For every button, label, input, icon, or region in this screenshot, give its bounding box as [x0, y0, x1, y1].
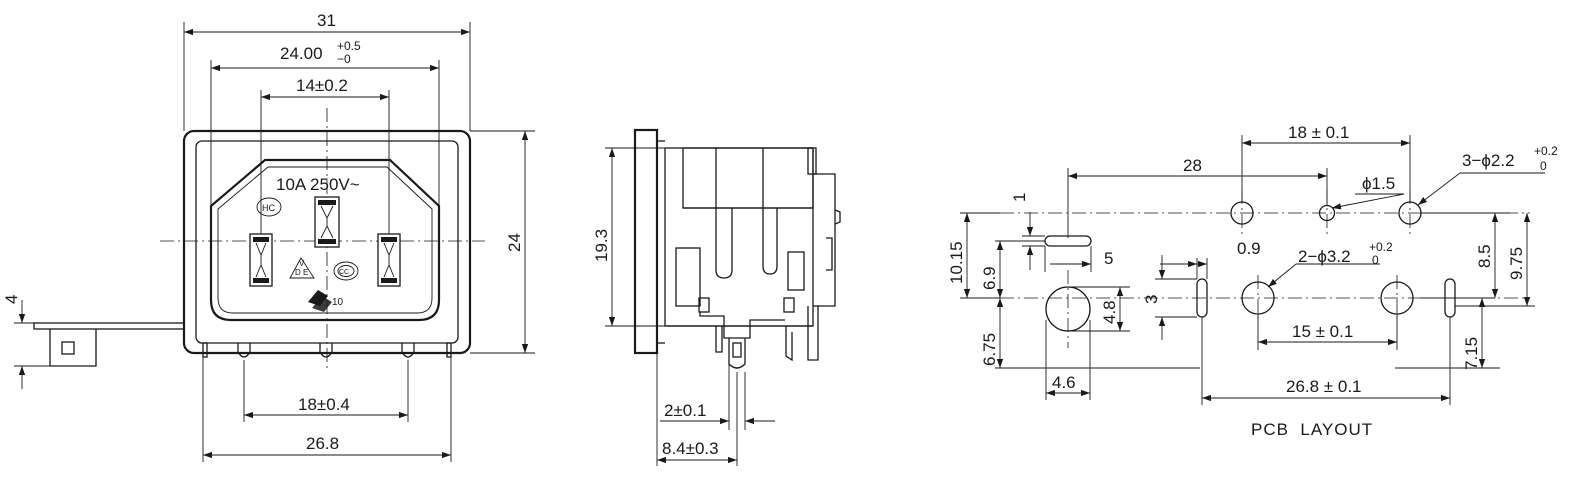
dim-pin-pitch: 14±0.2 — [296, 76, 348, 95]
pcb-dim-18: 18 ± 0.1 — [1288, 123, 1349, 142]
dim-width-inner: 24.00 — [280, 44, 323, 63]
pcb-dim-7-15: 7.15 — [1462, 337, 1481, 370]
front-bottom-pins — [202, 342, 452, 358]
pcb-dim-10-15: 10.15 — [947, 241, 966, 284]
svg-text:10: 10 — [332, 297, 344, 308]
pcb-dim-phi2-2: 3−ϕ2.2 — [1462, 151, 1515, 170]
pcb-dim-phi3-2-tol-plus: +0.2 — [1369, 240, 1393, 254]
socket-cavity-outline — [209, 158, 441, 322]
pcb-dim-phi1-5: ϕ1.5 — [1362, 174, 1395, 193]
pcb-dim-26-8: 26.8 ± 0.1 — [1286, 377, 1362, 396]
pcb-dim-3: 3 — [1142, 295, 1161, 304]
ccc-mark-icon: CC — [333, 261, 359, 281]
dim-width-inner-tol-minus: −0 — [337, 52, 351, 66]
pcb-dim-6-9: 6.9 — [980, 266, 999, 290]
hc-mark-icon: HC — [256, 197, 282, 217]
pcb-dim-1: 1 — [1010, 193, 1029, 202]
side-view: 19.3 2±0.1 8.4±0.3 — [592, 128, 841, 466]
neutral-pin — [377, 233, 401, 287]
pcb-dim-phi3-2-tol-minus: 0 — [1372, 253, 1379, 267]
pcb-dim-28: 28 — [1183, 156, 1202, 175]
pcb-hole-1-5 — [1318, 204, 1336, 222]
front-view: 10A 250V~ HC V D E CC 10 — [2, 11, 535, 462]
side-flange-plate — [633, 128, 659, 355]
dim-flange: 4 — [2, 295, 21, 304]
svg-text:V: V — [299, 259, 305, 268]
dim-pin-span: 18±0.4 — [298, 395, 350, 414]
pcb-dim-4-6: 4.6 — [1052, 373, 1076, 392]
mounting-tab — [33, 322, 185, 367]
dim-base-width: 26.8 — [306, 434, 339, 453]
dim-width-inner-tol-plus: +0.5 — [337, 39, 361, 53]
dim-pin-offset: 2±0.1 — [664, 401, 706, 420]
dim-side-height: 19.3 — [592, 229, 611, 262]
pcb-dim-15: 15 ± 0.1 — [1292, 322, 1353, 341]
earth-pin — [314, 196, 340, 248]
pcb-dim-8-5: 8.5 — [1475, 244, 1494, 268]
enec-mark-icon: 10 — [308, 290, 344, 312]
pcb-dim-phi2-2-tol-minus: 0 — [1540, 159, 1547, 173]
pcb-dim-6-75: 6.75 — [980, 333, 999, 366]
side-body — [664, 147, 814, 327]
pcb-dim-9-75: 9.75 — [1507, 247, 1526, 280]
socket-cavity-inner — [217, 166, 433, 314]
dim-depth: 8.4±0.3 — [662, 439, 719, 458]
dim-width-overall: 31 — [317, 11, 336, 30]
pcb-dim-0-9: 0.9 — [1237, 239, 1261, 258]
pcb-layout: 28 18 ± 0.1 ϕ1.5 3−ϕ2.2 +0.2 0 1 0.9 5 — [947, 123, 1558, 439]
dim-height: 24 — [505, 233, 524, 252]
pcb-dim-4-8: 4.8 — [1100, 300, 1119, 324]
svg-text:CC: CC — [339, 269, 349, 276]
vde-mark-icon: V D E — [289, 257, 315, 279]
svg-text:HC: HC — [262, 203, 275, 213]
svg-text:D E: D E — [295, 268, 308, 277]
line-pin — [249, 233, 273, 287]
rating-label: 10A 250V~ — [276, 175, 360, 194]
pcb-dim-phi2-2-tol-plus: +0.2 — [1534, 144, 1558, 158]
pcb-layout-title: PCB LAYOUT — [1251, 420, 1373, 439]
pcb-dim-5: 5 — [1104, 249, 1113, 268]
pcb-dim-phi3-2: 2−ϕ3.2 — [1298, 247, 1351, 266]
